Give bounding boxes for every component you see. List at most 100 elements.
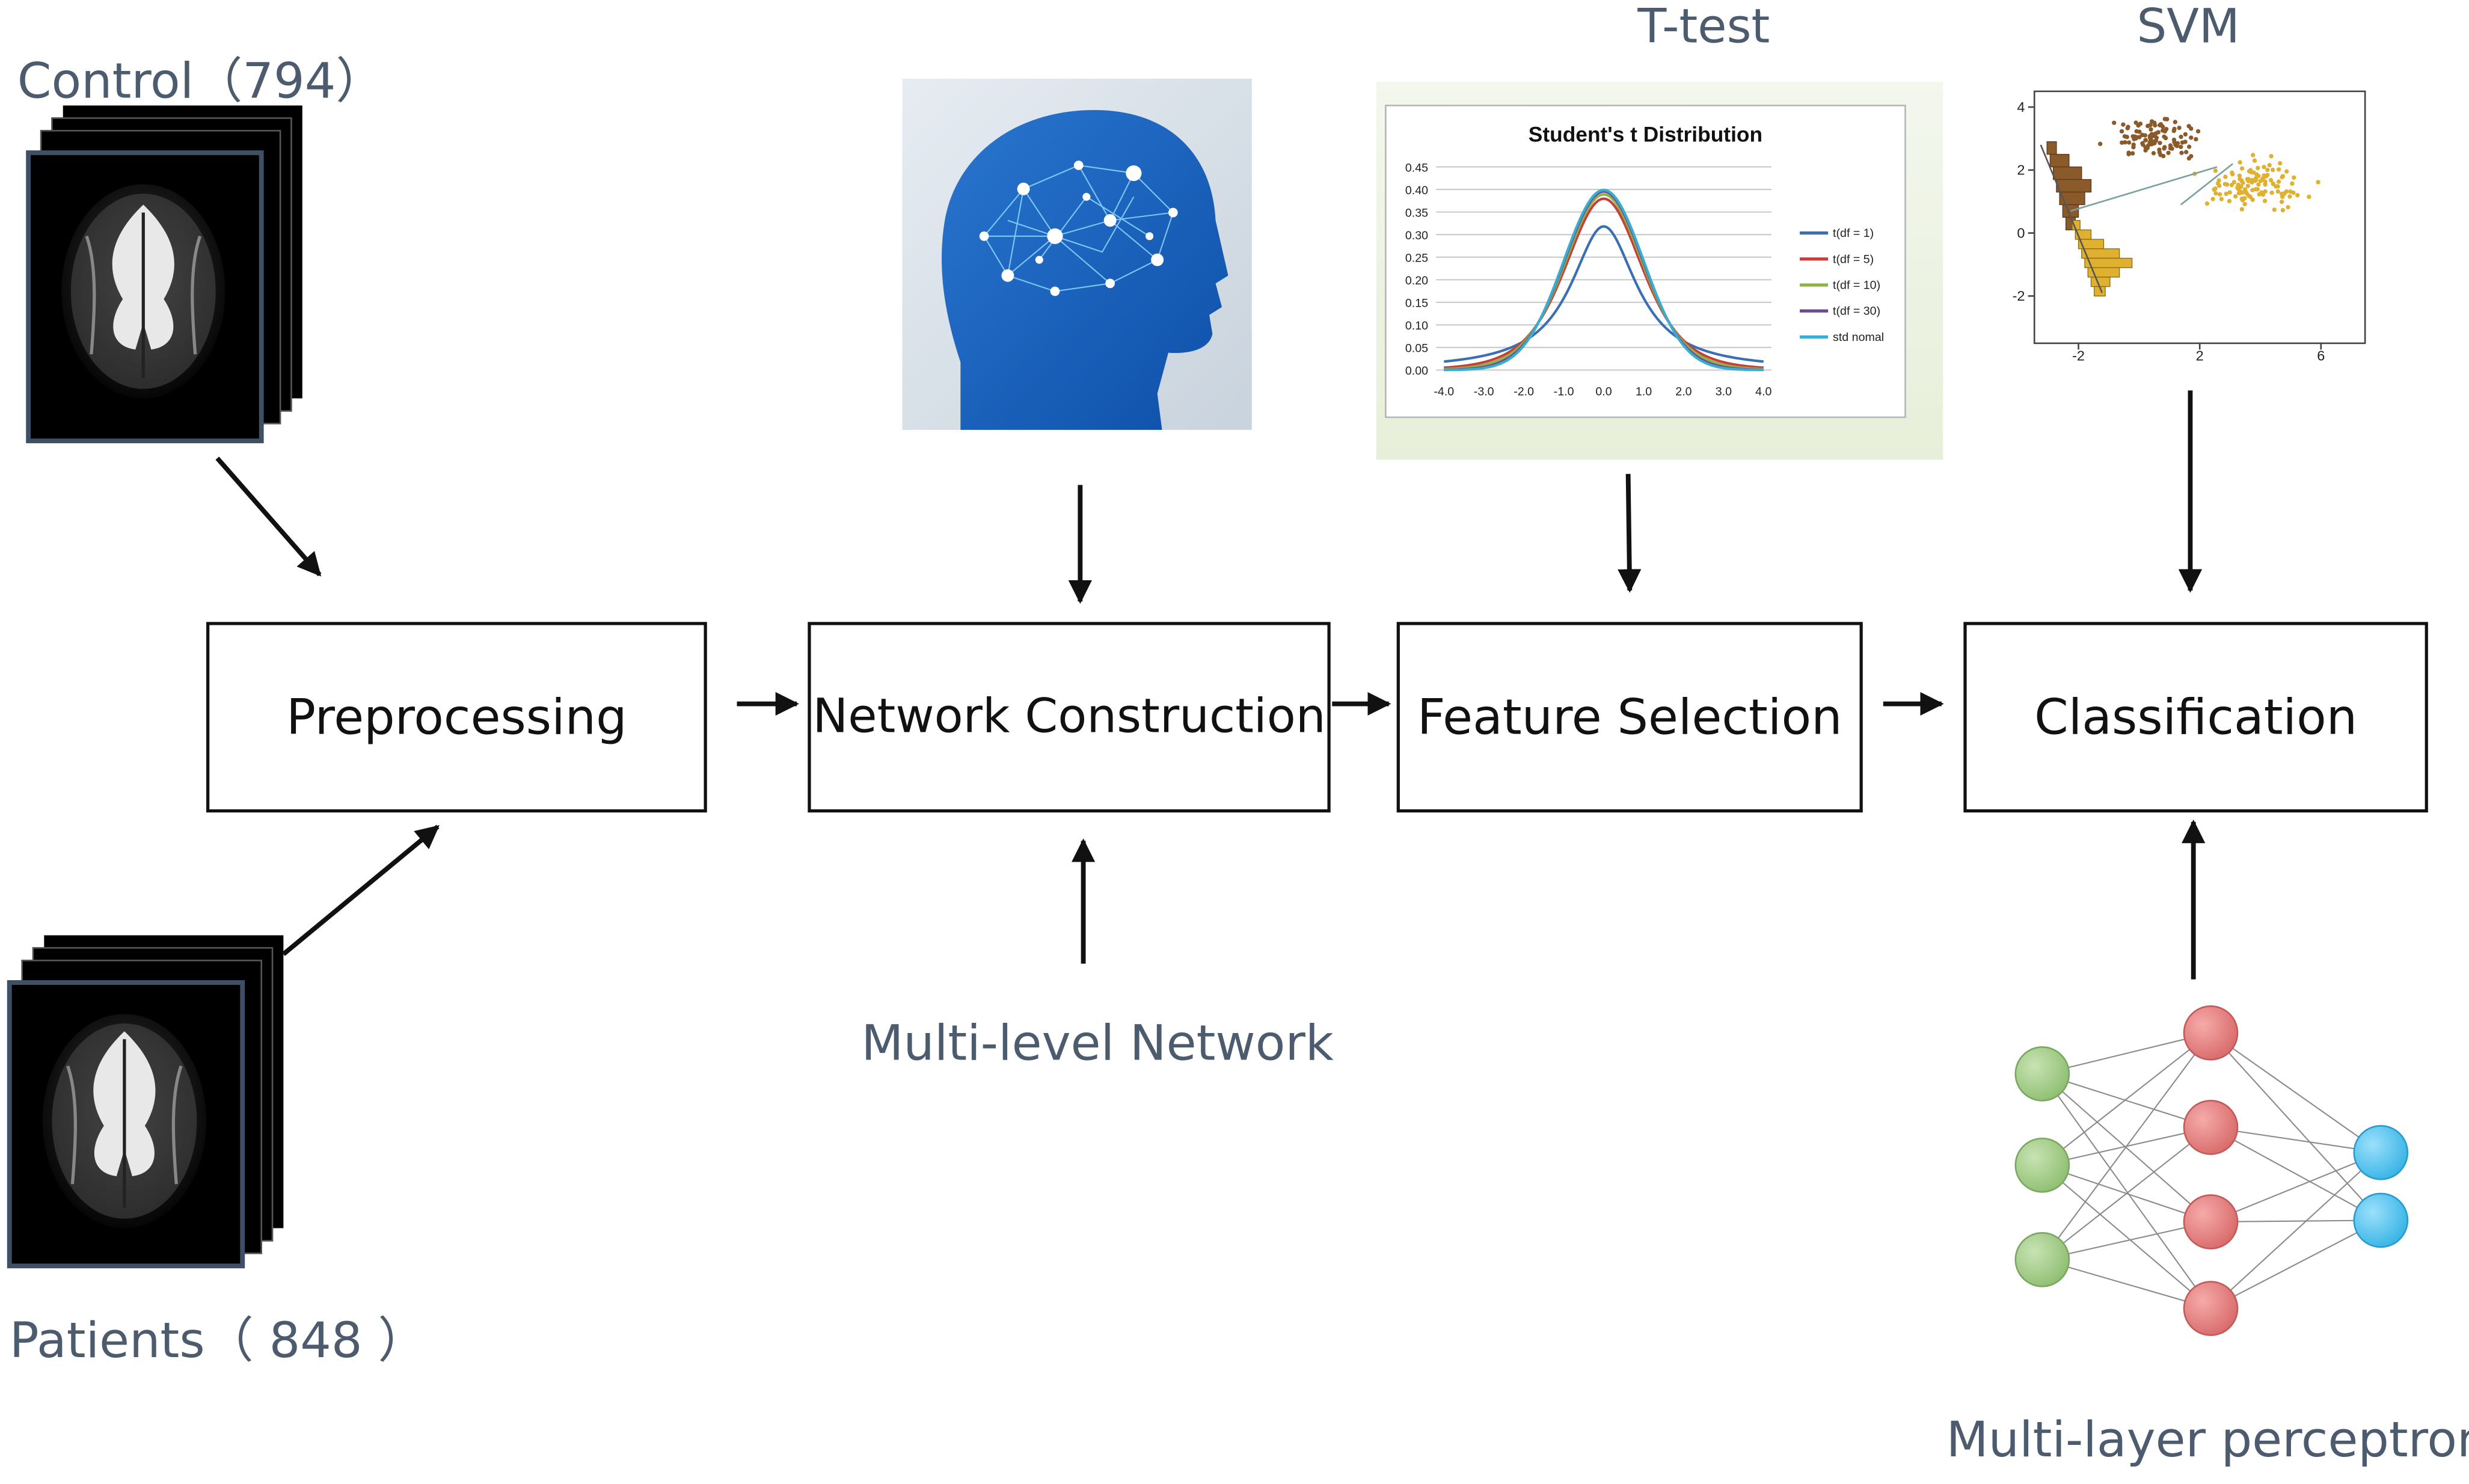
- data-point: [2223, 174, 2228, 179]
- data-point: [2143, 148, 2148, 153]
- data-point: [2174, 144, 2179, 149]
- data-point: [2152, 141, 2157, 146]
- mlp-connection: [2210, 1219, 2381, 1223]
- hidden-neuron: [2183, 1005, 2239, 1061]
- data-point: [2227, 190, 2232, 195]
- x-tick-label: -1.0: [1554, 385, 1574, 398]
- data-point: [2131, 145, 2136, 150]
- data-point: [2239, 166, 2245, 171]
- density-curve: [1444, 225, 1764, 363]
- data-point: [2276, 167, 2281, 172]
- data-point: [2254, 172, 2259, 177]
- legend-label: t(df = 5): [1833, 253, 1874, 266]
- histogram-bar: [2090, 277, 2111, 287]
- control-mri-stack: [26, 105, 302, 444]
- network-construction-box: Network Construction: [808, 622, 1331, 813]
- mlp-connections: [2041, 1032, 2382, 1310]
- arrow-patients-to-preprocessing: [281, 824, 440, 956]
- mlp-connection: [2041, 1073, 2212, 1309]
- data-point: [2204, 201, 2210, 206]
- data-point: [2098, 141, 2103, 147]
- data-point: [2171, 128, 2176, 133]
- data-point: [2183, 140, 2188, 144]
- legend-label: t(df = 1): [1833, 227, 1874, 240]
- y-tick-label: -2: [2013, 288, 2025, 304]
- data-point: [2227, 198, 2232, 204]
- mlp-connection: [2041, 1164, 2212, 1309]
- data-point: [2307, 194, 2311, 199]
- chart-legend: t(df = 1)t(df = 5)t(df = 10)t(df = 30)st…: [1800, 227, 1884, 344]
- data-point: [2287, 194, 2292, 199]
- t-test-label: T-test: [1637, 0, 1770, 55]
- data-point: [2154, 135, 2159, 140]
- data-point: [2148, 127, 2153, 132]
- data-point: [2166, 150, 2171, 155]
- x-tick-label: 3.0: [1716, 385, 1732, 398]
- histogram-bar: [2056, 179, 2092, 193]
- input-neuron: [2014, 1232, 2070, 1287]
- legend-label: t(df = 10): [1833, 279, 1880, 292]
- data-point: [2177, 125, 2182, 130]
- data-point: [2194, 136, 2198, 142]
- y-axis-ticks: 0.450.400.350.300.250.200.150.100.050.00: [1405, 161, 1428, 378]
- data-point: [2237, 173, 2242, 178]
- data-point: [2151, 151, 2156, 156]
- brain-scan-icon: [42, 1014, 207, 1228]
- data-point: [2239, 184, 2244, 189]
- x-tick-label: -2.0: [1514, 385, 1534, 398]
- data-point: [2272, 207, 2277, 212]
- y-tick-label: 0.45: [1405, 161, 1428, 174]
- data-point: [2241, 180, 2245, 185]
- mlp-connection: [2210, 1152, 2382, 1309]
- data-point: [2148, 138, 2154, 143]
- mlp-connection: [2210, 1126, 2381, 1221]
- data-point: [2132, 134, 2138, 139]
- data-point: [2140, 141, 2145, 146]
- patients-label: Patients（ 848 ）: [9, 1313, 427, 1370]
- data-point: [2156, 130, 2161, 135]
- data-point: [2280, 174, 2286, 179]
- data-point: [2253, 187, 2259, 192]
- multilayer-perceptron-diagram: [2014, 1005, 2409, 1336]
- data-point: [2195, 129, 2201, 134]
- y-tick-label: 0.00: [1405, 364, 1428, 378]
- data-point: [2170, 146, 2174, 151]
- data-point: [2246, 177, 2251, 182]
- data-point: [2233, 194, 2238, 199]
- data-point: [2242, 201, 2247, 207]
- data-point: [2282, 191, 2287, 195]
- data-point: [2130, 151, 2135, 156]
- data-point: [2162, 134, 2167, 139]
- y-tick-label: 0.40: [1405, 184, 1428, 197]
- data-point: [2254, 176, 2259, 181]
- input-neuron: [2014, 1046, 2070, 1102]
- t-distribution-chart: Student's t Distribution 0.450.400.350.3…: [1376, 82, 1943, 460]
- data-point: [2280, 207, 2286, 213]
- data-point: [2222, 182, 2228, 186]
- mlp-connection: [2042, 1221, 2211, 1260]
- density-curve: [1444, 193, 1764, 370]
- network-construction-label: Network Construction: [812, 689, 1326, 745]
- data-point: [2262, 173, 2266, 178]
- data-point: [2140, 132, 2145, 138]
- data-point: [2173, 120, 2177, 124]
- data-point: [2236, 191, 2242, 195]
- data-point: [2162, 145, 2167, 150]
- mlp-connection: [2210, 1126, 2381, 1153]
- histogram-bar: [2052, 166, 2082, 180]
- x-tick-label: 1.0: [1636, 385, 1652, 398]
- preprocessing-box: Preprocessing: [206, 622, 707, 813]
- data-point: [2280, 194, 2285, 199]
- hidden-neuron: [2183, 1100, 2239, 1155]
- data-point: [2275, 189, 2280, 194]
- data-point: [2189, 135, 2194, 140]
- data-point: [2244, 191, 2249, 196]
- data-point: [2237, 160, 2242, 165]
- data-point: [2213, 191, 2218, 196]
- data-point: [2263, 189, 2268, 194]
- brain-scan-icon: [61, 184, 225, 399]
- output-neuron: [2353, 1124, 2409, 1180]
- data-point: [2269, 154, 2274, 159]
- y-tick-label: 0.25: [1405, 252, 1428, 265]
